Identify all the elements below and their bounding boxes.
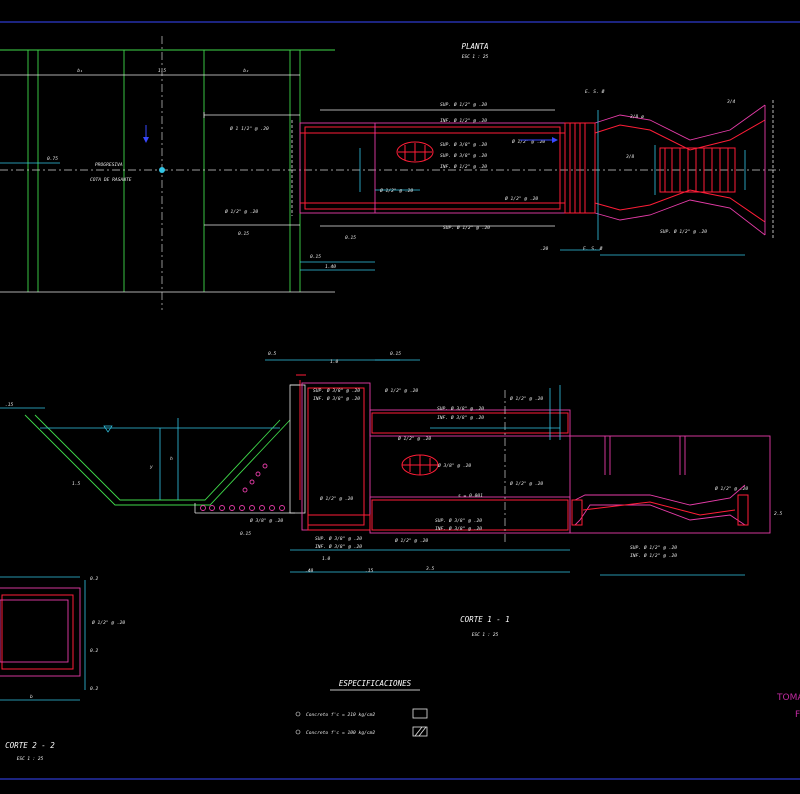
plan-view: PLANTA ESC 1 : 25 b₁ 1.5 b₂ PROGRESIVA C… (0, 36, 780, 310)
sec-a9: s = 0.001 (458, 493, 483, 499)
c2-a1: Ø 1/2" @ .20 (92, 619, 125, 626)
plan-inf2: INF. Ø 1/2" @ .20 (440, 163, 487, 170)
sec-a1: SUP. Ø 3/8" @ .20 (313, 387, 360, 394)
sheet-title-2: F (795, 710, 800, 720)
plan-sup3: SUP. Ø 3/8" @ .20 (440, 152, 487, 159)
c2-dim-b: b (30, 694, 33, 700)
plan-dim-015a: 0.15 (238, 231, 249, 237)
sec-dim-35: 3.5 (425, 566, 435, 572)
plan-sup5: SUP. Ø 1/2" @ .20 (443, 224, 490, 231)
sec-dim-15b: 1.5 (72, 481, 81, 487)
plan-dim-38b: 3/8 (625, 154, 635, 160)
sec-a12: SUP. Ø 3/8" @ .20 (435, 517, 482, 524)
plan-dim-34: 3/4 (726, 99, 736, 105)
plan-dim-20: .20 (540, 246, 549, 252)
specs-item1: Concreto f'c = 210 kg/cm2 (306, 712, 375, 718)
plan-cota: COTA DE RASANTE (90, 177, 132, 183)
specifications: ESPECIFICACIONES Concreto f'c = 210 kg/c… (295, 679, 428, 737)
sec-dim-25: 2.5 (774, 511, 783, 517)
plan-dim-b2: b₂ (243, 68, 249, 74)
plan-dim-140: 1.40 (325, 264, 336, 270)
sec-a2: INF. Ø 3/8" @ .20 (313, 395, 360, 402)
gravel (200, 463, 285, 511)
sec-dim-15: .15 (5, 402, 14, 408)
c2-dim-02c: 0.2 (90, 686, 99, 692)
plan-bar4: Ø 1/2" @ .20 (505, 195, 538, 202)
sec-a8: Ø 1/2" @ .20 (510, 480, 543, 487)
specs-item2: Concreto f'c = 100 kg/cm2 (306, 730, 375, 736)
sec-a14: Ø 1/2" @ .20 (395, 537, 428, 544)
sec-dim-015: 0.15 (390, 351, 401, 357)
specs-title: ESPECIFICACIONES (339, 679, 412, 688)
sec-a20: INF. Ø 1/2" @ .20 (630, 552, 677, 559)
sec-a7: Ø 3/8" @ .20 (438, 462, 471, 469)
plan-sup6: SUP. Ø 1/2" @ .20 (660, 228, 707, 235)
sec-a3: Ø 1/2" @ .20 (385, 387, 418, 394)
sec-dim-05: 0.5 (268, 351, 277, 357)
plan-sup2: SUP. Ø 3/8" @ .20 (440, 141, 487, 148)
sec-a15: SUP. Ø 3/8" @ .20 (315, 535, 362, 542)
plan-dim-015b: 0.15 (345, 235, 356, 241)
sec-dim-y: y (149, 465, 153, 470)
section2-title: CORTE 2 - 2 (5, 741, 55, 750)
plan-progresiva: PROGRESIVA (95, 162, 123, 168)
sec-dim-40: .40 (305, 568, 314, 574)
plan-bar2: Ø 1/2" @ .20 (225, 208, 258, 215)
plan-es2: E. S. Ø (583, 245, 603, 252)
sec-a5: INF. Ø 3/8" @ .20 (437, 414, 484, 421)
sec-a17: Ø 1/2" @ .20 (510, 395, 543, 402)
sec-dim-10b: 1.0 (322, 556, 331, 562)
sheet-title-1: TOMA (776, 693, 800, 703)
plan-es1: E. S. Ø (585, 88, 605, 95)
plan-dim-38: 3/8 ø (629, 114, 644, 120)
section1-scale: ESC 1 : 25 (472, 632, 499, 638)
plan-dim-015c: 0.15 (310, 254, 321, 260)
sec-dim-h: h (170, 456, 173, 462)
sec-a19: SUP. Ø 1/2" @ .20 (630, 544, 677, 551)
plan-dim-15: 1.5 (158, 68, 167, 74)
sec-a10: Ø 1/2" @ .20 (320, 495, 353, 502)
c2-dim-02a: 0.2 (90, 576, 99, 582)
sec-a11: Ø 3/8" @ .20 (250, 517, 283, 524)
section2-scale: ESC 1 : 25 (17, 756, 44, 762)
plan-inf1: INF. Ø 1/2" @ .20 (440, 117, 487, 124)
sec-dim-015b: 0.15 (240, 531, 251, 537)
sec-a4: SUP. Ø 3/8" @ .20 (437, 405, 484, 412)
sec-a18: Ø 1/2" @ .20 (715, 485, 748, 492)
plan-title: PLANTA (461, 42, 488, 51)
plan-sup1: SUP. Ø 1/2" @ .20 (440, 101, 487, 108)
c2-dim-02b: 0.2 (90, 648, 99, 654)
section-2-2: CORTE 2 - 2 ESC 1 : 25 0.2 0.2 0.2 b Ø 1… (0, 576, 125, 762)
sec-a6: Ø 1/2" @ .20 (398, 435, 431, 442)
sec-a13: INF. Ø 3/8" @ .20 (435, 525, 482, 532)
plan-bar1: Ø 1 1/2" @ .20 (230, 125, 269, 132)
plan-bar5: Ø 1/2" @ .20 (512, 138, 545, 145)
sec-a16: INF. Ø 3/8" @ .20 (315, 543, 362, 550)
plan-dim-b1: b₁ (77, 68, 83, 74)
sec-dim-15c: .15 (365, 568, 374, 574)
plan-dim-075: 0.75 (47, 156, 58, 162)
section1-title: CORTE 1 - 1 (460, 615, 510, 624)
sec-dim-10: 1.0 (330, 359, 339, 365)
plan-scale: ESC 1 : 25 (462, 54, 489, 60)
sheet-border (0, 21, 800, 780)
section-1-1: CORTE 1 - 1 ESC 1 : 25 .15 y h 1.5 (0, 351, 783, 638)
plan-bar3: Ø 1/2" @ .20 (380, 187, 413, 194)
